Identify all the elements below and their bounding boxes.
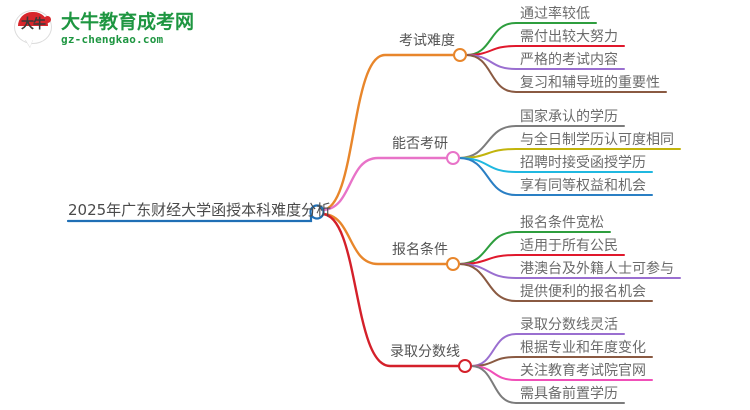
leaf-topic-label: 报名条件宽松 bbox=[520, 215, 604, 231]
leaf-topic-label: 享有同等权益和机会 bbox=[520, 178, 646, 194]
leaf-edge bbox=[470, 365, 625, 404]
branch-topic-label: 录取分数线 bbox=[390, 344, 460, 360]
leaf-topic-label: 复习和辅导班的重要性 bbox=[520, 75, 660, 91]
root-topic-label: 2025年广东财经大学函授本科难度分析 bbox=[68, 201, 332, 219]
branch-node-circle[interactable] bbox=[458, 359, 472, 373]
branch-edge bbox=[320, 212, 461, 368]
branch-topic-label: 报名条件 bbox=[392, 242, 448, 258]
site-name: 大牛教育成考网 bbox=[61, 11, 195, 33]
leaf-topic-label: 招聘时接受函授学历 bbox=[520, 155, 646, 171]
leaf-topic-label: 严格的考试内容 bbox=[520, 52, 618, 68]
leaf-topic-label: 录取分数线灵活 bbox=[520, 317, 618, 333]
logo-red-dot bbox=[44, 16, 51, 23]
root-node-circle[interactable] bbox=[309, 204, 325, 220]
branch-node-circle[interactable] bbox=[446, 151, 460, 165]
leaf-topic-label: 提供便利的报名机会 bbox=[520, 284, 646, 300]
branch-edge bbox=[320, 156, 449, 212]
branch-topic-label: 能否考研 bbox=[392, 136, 448, 152]
leaf-edge bbox=[458, 263, 653, 302]
leaf-topic-label: 国家承认的学历 bbox=[520, 109, 618, 125]
leaf-topic-label: 根据专业和年度变化 bbox=[520, 340, 646, 356]
branch-node-circle[interactable] bbox=[446, 257, 460, 271]
leaf-topic-label: 与全日制学历认可度相同 bbox=[520, 132, 674, 148]
branch-edge bbox=[320, 212, 449, 266]
leaf-topic-label: 关注教育考试院官网 bbox=[520, 363, 646, 379]
leaf-topic-label: 需具备前置学历 bbox=[520, 386, 618, 402]
leaf-topic-label: 适用于所有公民 bbox=[520, 238, 618, 254]
leaf-topic-label: 需付出较大努力 bbox=[520, 29, 618, 45]
logo-mark-text: 大牛 bbox=[20, 17, 46, 32]
leaf-topic-label: 通过率较低 bbox=[520, 6, 590, 22]
site-header: 大牛 大牛教育成考网 gz-chengkao.com bbox=[14, 6, 204, 52]
branch-topic-label: 考试难度 bbox=[399, 33, 455, 49]
leaf-edge bbox=[465, 54, 667, 93]
site-branding: 大牛教育成考网 gz-chengkao.com bbox=[61, 11, 194, 47]
leaf-topic-label: 港澳台及外籍人士可参与 bbox=[520, 261, 674, 277]
logo-red-arc bbox=[18, 12, 48, 26]
logo-bubble-tail bbox=[25, 39, 33, 47]
branch-edge bbox=[320, 53, 456, 212]
site-domain: gz-chengkao.com bbox=[61, 33, 164, 46]
leaf-edge bbox=[458, 157, 653, 196]
speech-bubble-logo-icon: 大牛 bbox=[14, 9, 54, 49]
branch-node-circle[interactable] bbox=[453, 48, 467, 62]
